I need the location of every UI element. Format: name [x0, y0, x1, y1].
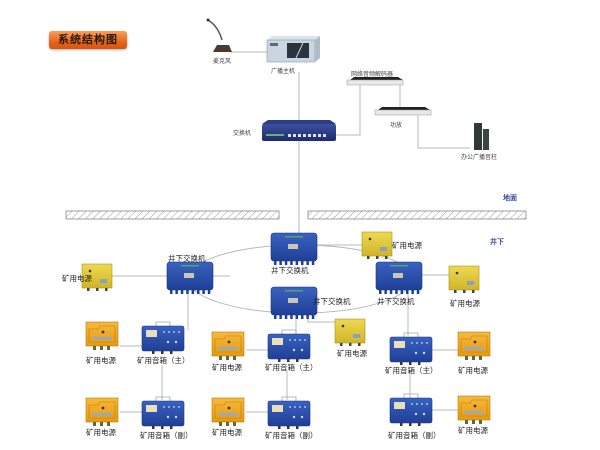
ground-hatch-right: [307, 210, 527, 220]
broadcast-host-label: 广播主机: [271, 68, 296, 75]
col1-speaker-sub-icon: [141, 396, 185, 429]
power-right-icon: [448, 265, 480, 293]
amplifier-label: 功放: [390, 122, 403, 129]
zone-underground-label: 井下: [490, 237, 504, 246]
col3-power-main-icon: [457, 331, 491, 360]
zone-surface-label: 地面: [503, 193, 517, 202]
switch-label: 交换机: [233, 130, 252, 137]
power-top-label: 矿用电源: [392, 241, 422, 250]
col1-speaker-main-label: 矿用音箱（主）: [137, 356, 190, 365]
microphone-label: 麦克风: [213, 58, 232, 65]
col1-power-main-icon: [85, 321, 119, 350]
col3-power-sub-icon: [457, 395, 491, 424]
col2-power-main-label: 矿用电源: [212, 363, 242, 372]
col3-power-main-label: 矿用电源: [458, 366, 488, 375]
network-switch-icon: [262, 120, 336, 141]
col3-speaker-sub-icon: [389, 393, 433, 426]
power-right-label: 矿用电源: [450, 299, 480, 308]
ug-switch-mid-label: 井下交换机: [313, 297, 351, 306]
col3-power-sub-label: 矿用电源: [458, 426, 488, 435]
col2-speaker-sub-label: 矿用音箱（副）: [265, 431, 318, 440]
ground-hatch-left: [65, 210, 280, 220]
col3-speaker-main-label: 矿用音箱（主）: [385, 366, 438, 375]
ug-switch-right-label: 井下交换机: [377, 297, 415, 306]
broadcast-host-icon: [266, 36, 320, 63]
col1-speaker-sub-label: 矿用音箱（副）: [140, 431, 193, 440]
power-left-icon: [81, 263, 113, 291]
ug-switch-top-label: 井下交换机: [271, 266, 309, 275]
power-left-label: 矿用电源: [62, 274, 92, 283]
col3-speaker-sub-label: 矿用音箱（副）: [388, 431, 441, 440]
office-speaker-label: 办公广播音柱: [461, 154, 498, 161]
audio-decoder-icon: [346, 77, 404, 86]
microphone-icon: [206, 18, 232, 52]
ug-switch-right-icon: [375, 261, 423, 294]
col2-power-sub-label: 矿用电源: [212, 428, 242, 437]
speaker-column-icon: [474, 123, 489, 150]
power-top-icon: [361, 231, 393, 259]
col2-power-sub-icon: [211, 397, 245, 426]
col1-power-main-label: 矿用电源: [86, 356, 116, 365]
col2-power-main-icon: [211, 331, 245, 360]
col2-speaker-main-label: 矿用音箱（主）: [265, 363, 318, 372]
power-mid-label: 矿用电源: [337, 349, 367, 358]
decoder-label: 网络音频解码器: [351, 71, 394, 78]
col1-speaker-main-icon: [141, 321, 185, 354]
power-mid-icon: [334, 318, 366, 346]
ug-switch-top-icon: [270, 232, 318, 265]
col2-speaker-sub-icon: [267, 396, 311, 429]
ug-switch-left-label: 井下交换机: [168, 254, 206, 263]
col3-speaker-main-icon: [389, 332, 433, 365]
col1-power-sub-icon: [85, 397, 119, 426]
col1-power-sub-label: 矿用电源: [86, 428, 116, 437]
diagram-title: 系统结构图: [49, 31, 127, 49]
ug-switch-left-icon: [166, 261, 214, 294]
col2-speaker-main-icon: [267, 329, 311, 362]
amplifier-icon: [374, 107, 432, 116]
ug-switch-mid-icon: [270, 286, 318, 319]
